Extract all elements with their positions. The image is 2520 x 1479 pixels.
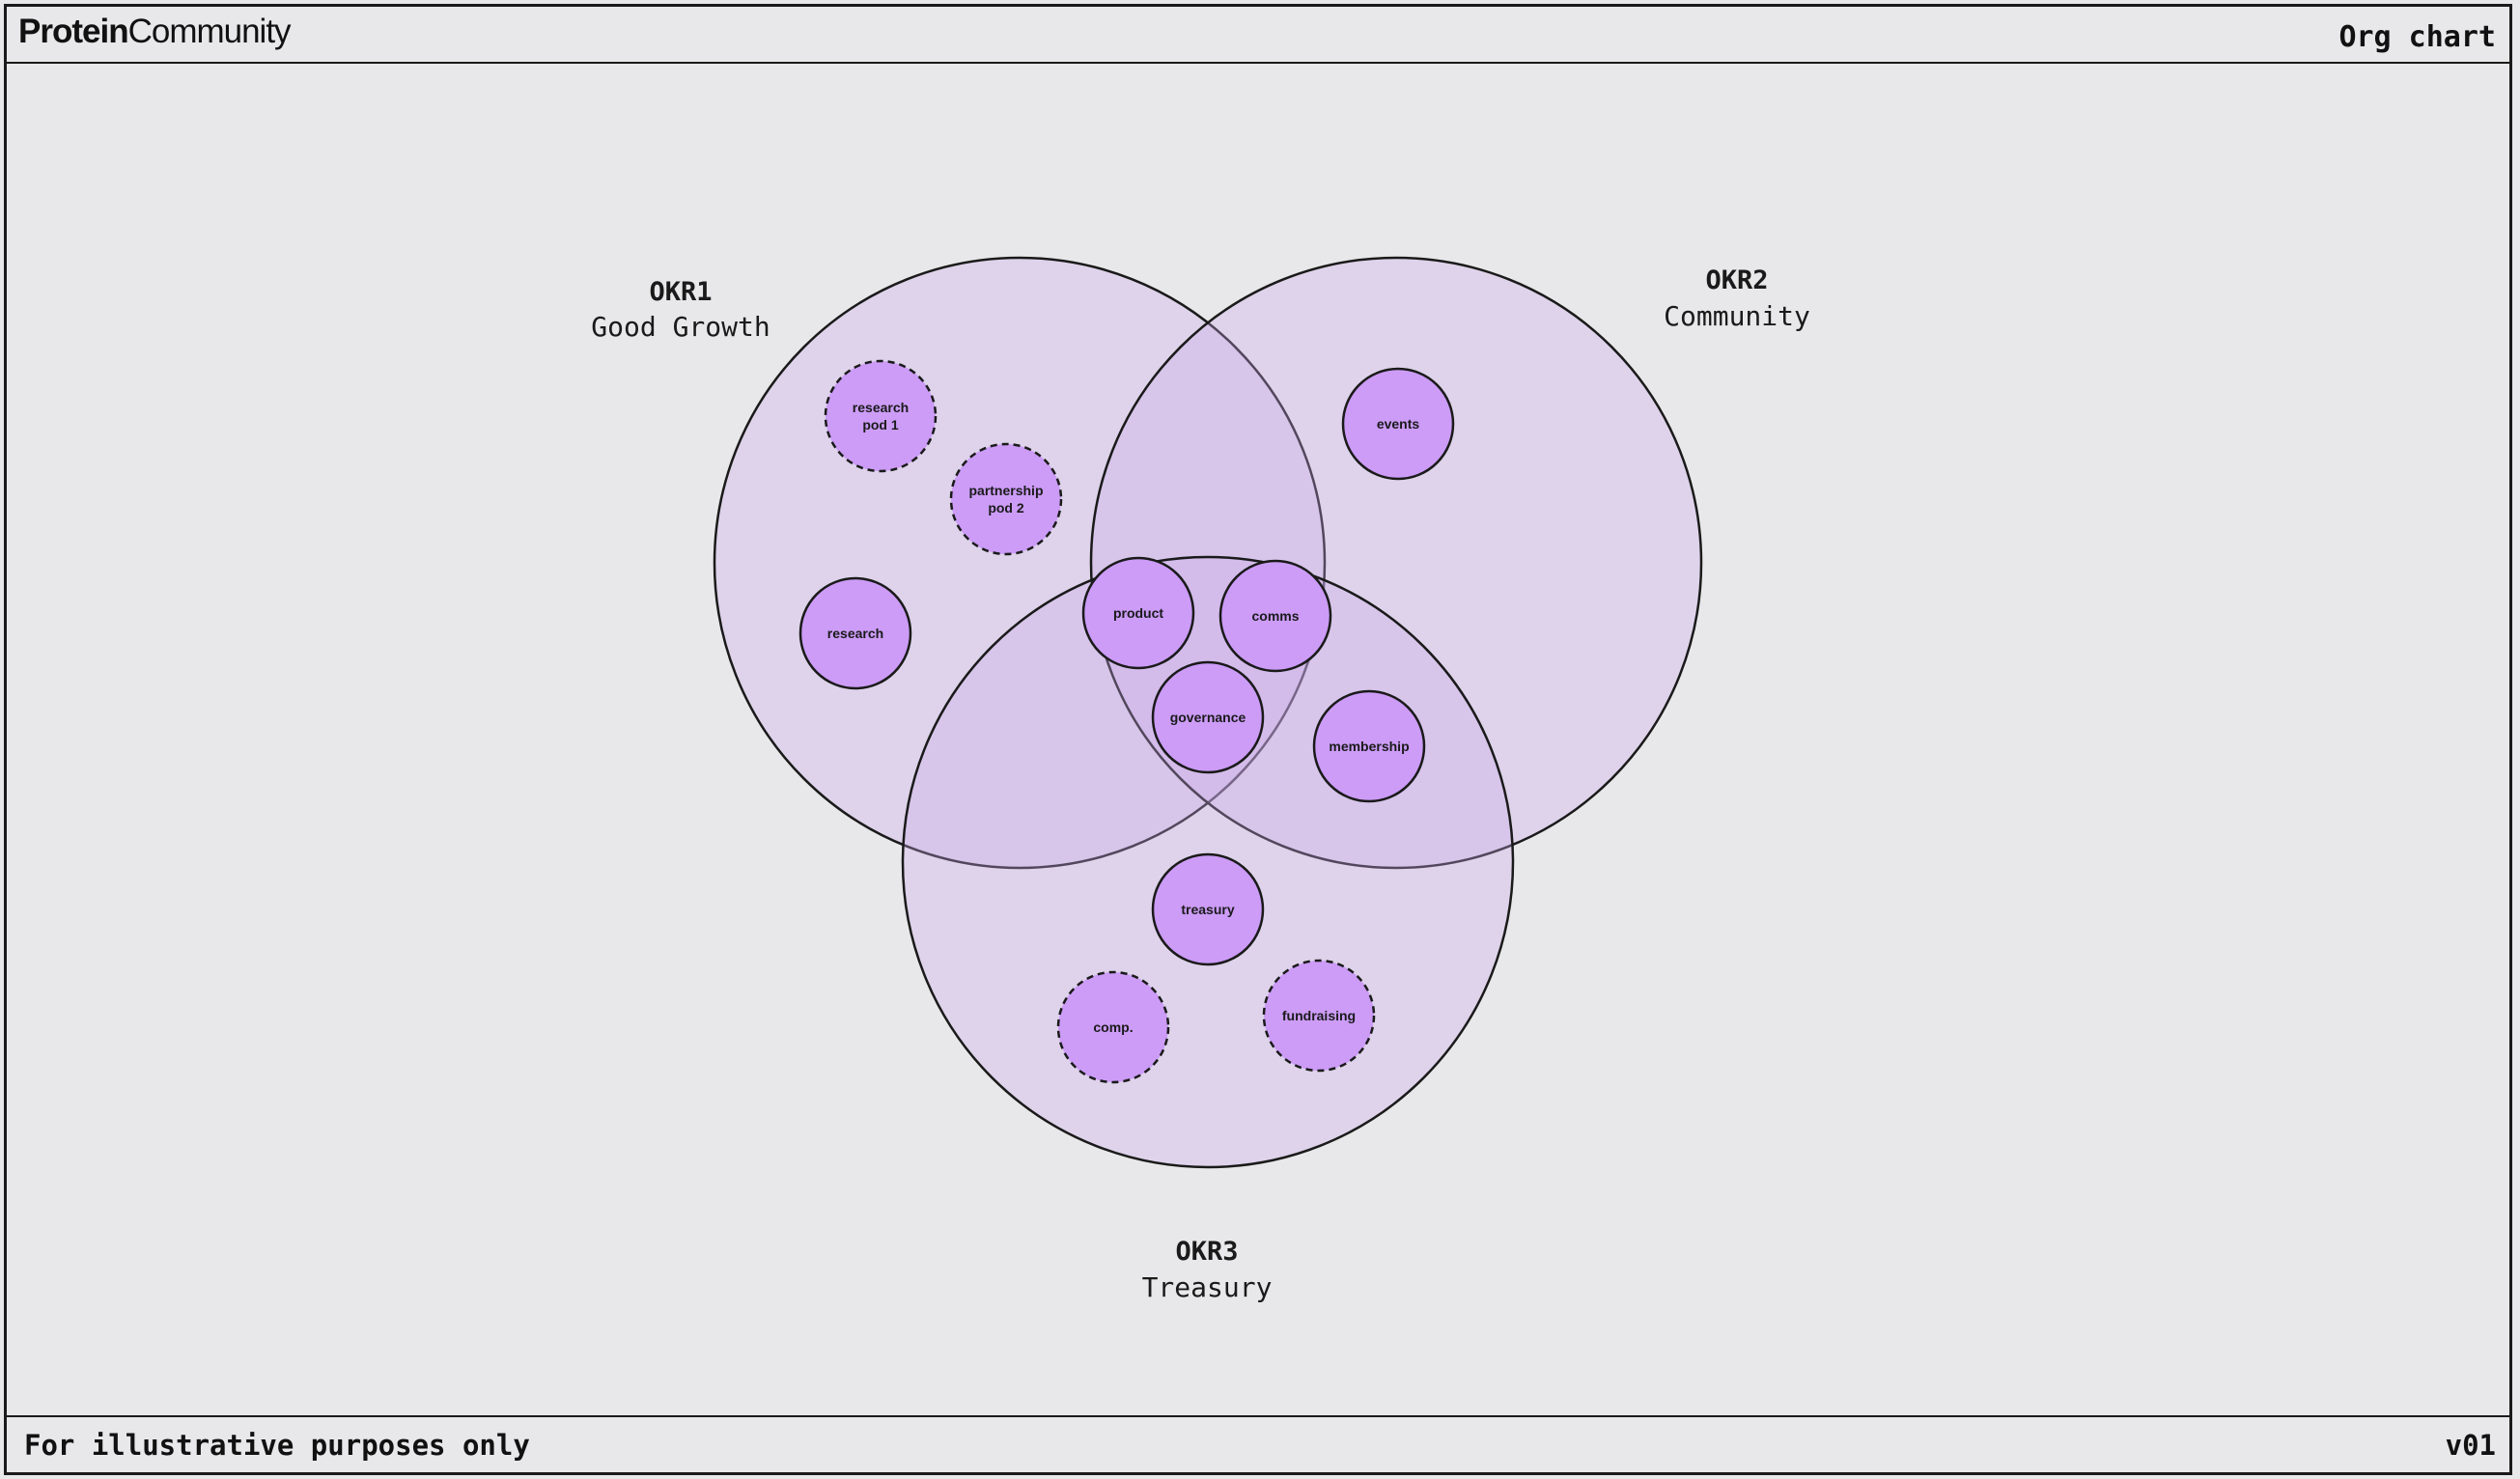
node-label: treasury [1181,902,1234,917]
node-circle [1056,970,1170,1084]
node-circle [798,576,912,690]
node-label: research [853,400,909,415]
node-label: governance [1170,710,1246,725]
node-label: comms [1251,608,1299,624]
okr2-title: OKR2 [1705,265,1768,295]
node-circle [1312,689,1426,803]
node-circle [1341,367,1455,481]
brand-light: Community [127,13,292,50]
node-circle [1151,660,1265,774]
node-label: fundraising [1282,1008,1356,1023]
okr1-title: OKR1 [649,277,712,307]
group-node-product[interactable]: product [1081,556,1195,670]
node-circle [1081,556,1195,670]
group-node-fundraising[interactable]: fundraising [1262,959,1376,1073]
brand-bold: Protein [18,13,129,50]
group-node-comms[interactable]: comms [1218,559,1332,673]
brand-logo: ProteinCommunity [18,13,292,51]
node-label: comp. [1093,1019,1133,1035]
okr1-label: OKR1 Good Growth [591,277,770,343]
node-label: membership [1329,739,1409,754]
node-label: research [827,626,883,641]
group-node-events[interactable]: events [1341,367,1455,481]
page-title: Org chart [2338,20,2496,54]
okr3-subtitle: Treasury [1142,1271,1273,1303]
disclaimer-text: For illustrative purposes only [24,1429,530,1462]
node-circle [1151,852,1265,966]
group-node-research-pod-1[interactable]: research pod 1 [824,359,938,473]
node-circle [1262,959,1376,1073]
node-label: pod 2 [988,500,1024,516]
okr2-label: OKR2 Community [1664,265,1810,332]
node-label: events [1377,416,1420,432]
node-circle [949,442,1063,556]
group-node-treasury[interactable]: treasury [1151,852,1265,966]
group-node-membership[interactable]: membership [1312,689,1426,803]
okr3-title: OKR3 [1175,1237,1238,1267]
okr1-subtitle: Good Growth [591,311,770,343]
okr3-label: OKR3 Treasury [1142,1237,1273,1303]
okr2-subtitle: Community [1664,300,1810,332]
node-label: partnership [968,483,1043,498]
node-label: product [1113,605,1163,621]
group-node-partnership-pod-2[interactable]: partnership pod 2 [949,442,1063,556]
node-circle [1218,559,1332,673]
header-bar: ProteinCommunity Org chart [7,7,2509,64]
group-node-comp[interactable]: comp. [1056,970,1170,1084]
version-label: v01 [2445,1429,2496,1462]
group-node-research[interactable]: research [798,576,912,690]
node-label: pod 1 [862,417,899,433]
footer-bar: For illustrative purposes only v01 [7,1415,2509,1472]
node-circle [824,359,938,473]
group-node-governance[interactable]: governance [1151,660,1265,774]
